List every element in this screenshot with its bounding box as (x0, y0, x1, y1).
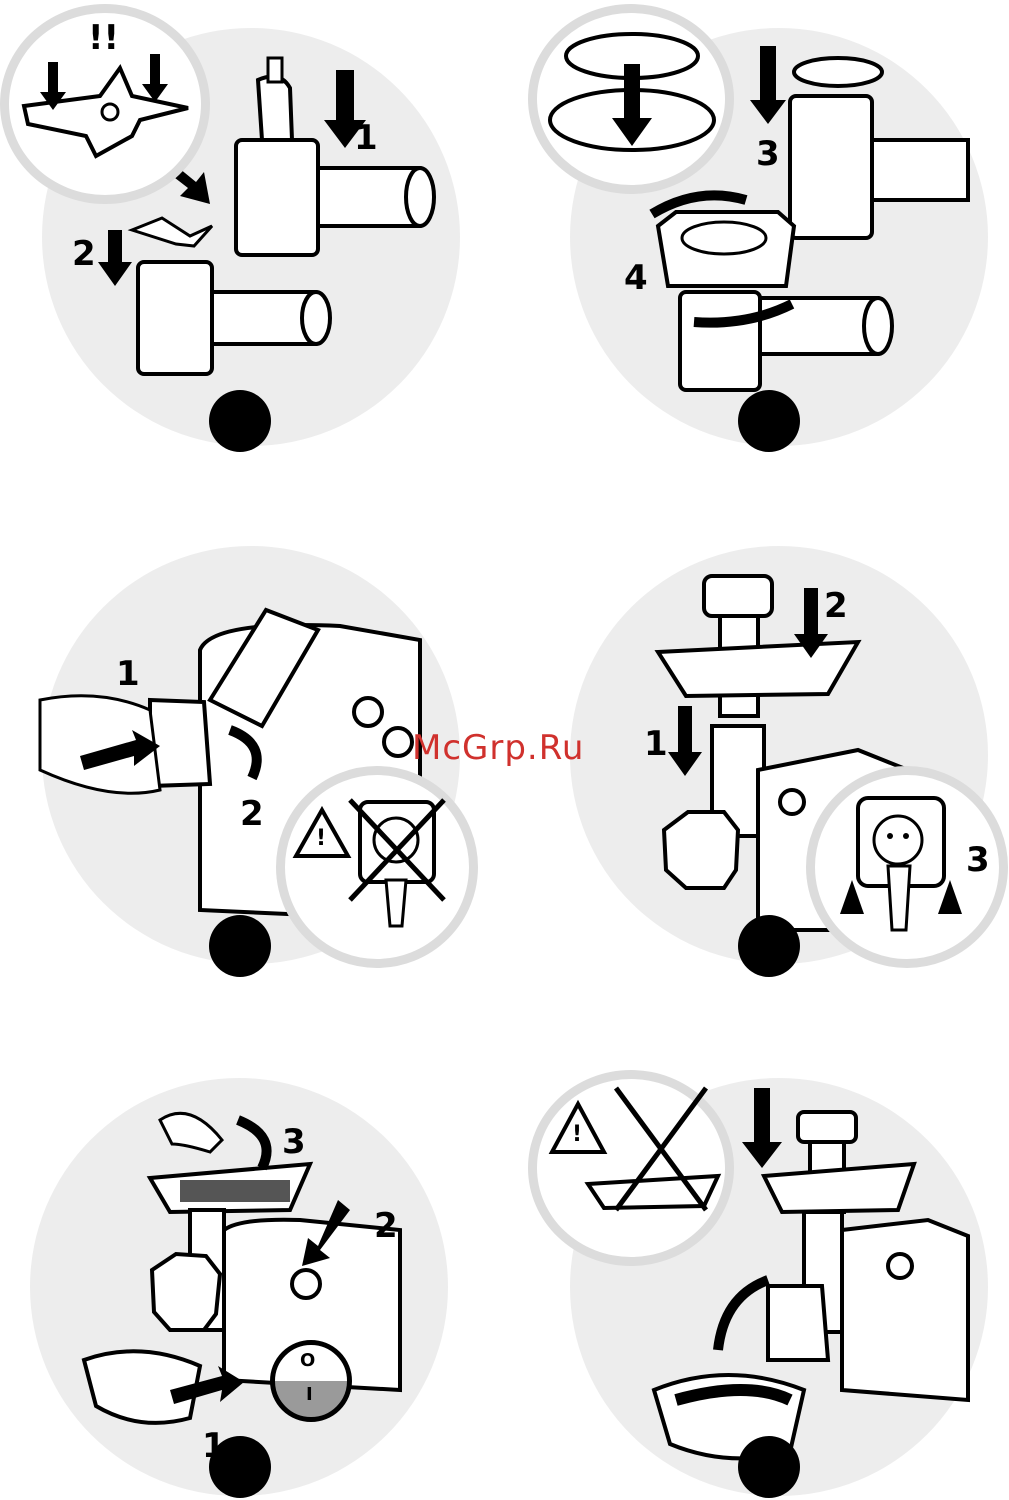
panel-feed-switch-on: O I 3 2 1 (0, 1060, 480, 1500)
step-label: 2 (374, 1206, 398, 1246)
step-number-dot (738, 390, 800, 452)
panel-attach-plate-ring: 3 4 (528, 0, 1009, 470)
step-label: 2 (240, 794, 264, 834)
step-label: 4 (624, 258, 648, 298)
step-number-dot (738, 1436, 800, 1498)
warning-exclamation: ! (316, 826, 326, 851)
step-label: 3 (966, 840, 990, 880)
feeding-meat-illustration (0, 1060, 480, 1500)
unplugged-warning-illustration (0, 530, 480, 980)
panel-attach-tray-plug-in: 2 1 3 (528, 530, 1009, 980)
step-label: 3 (282, 1122, 306, 1162)
step-number-dot (209, 1436, 271, 1498)
plug-in-illustration (528, 530, 1009, 980)
step-label: 1 (116, 654, 140, 694)
panel-assemble-blade: !! 1 2 (0, 0, 480, 470)
switch-on-label: I (306, 1384, 313, 1405)
step-label: 2 (824, 586, 848, 626)
panel-mount-head: ! 1 2 (0, 530, 480, 980)
step-label: 3 (756, 134, 780, 174)
step-label: 2 (72, 234, 96, 274)
step-number-dot (209, 915, 271, 977)
watermark-text: McGrp.Ru (412, 728, 584, 768)
step-number-dot (209, 390, 271, 452)
step-label: 1 (354, 118, 378, 158)
step-label: 1 (644, 724, 668, 764)
no-fingers-warning-illustration (528, 1060, 1009, 1500)
panel-push-with-pusher: ! (528, 1060, 1009, 1500)
switch-off-label: O (300, 1350, 315, 1371)
step-label-caution: !! (88, 18, 119, 58)
step-number-dot (738, 915, 800, 977)
warning-exclamation: ! (572, 1122, 582, 1147)
